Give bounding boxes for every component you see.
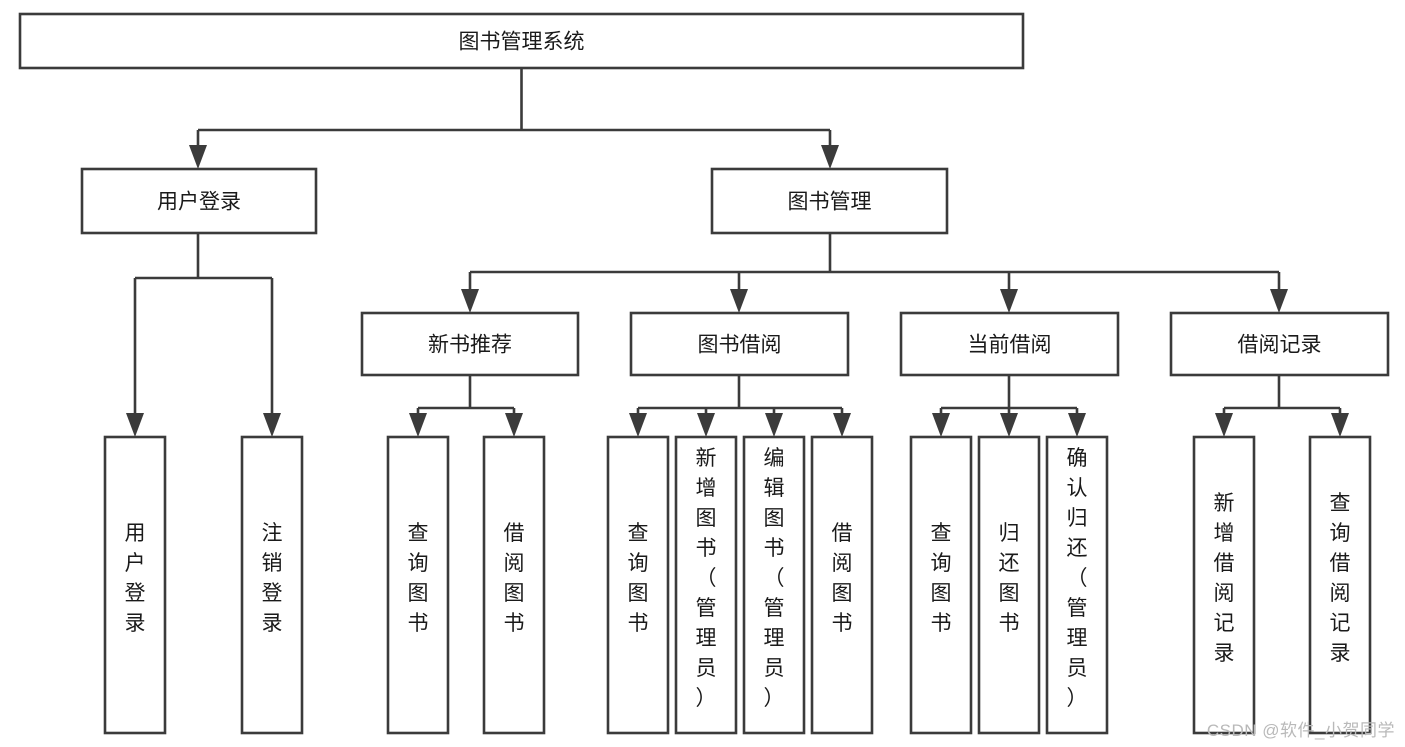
node-leaf-confirm-return-box[interactable] <box>1045 435 1109 735</box>
arrowhead-leaf-borrow-book-1 <box>505 413 523 437</box>
arrowhead-book-management <box>821 145 839 169</box>
arrowhead-leaf-add-book <box>697 413 715 437</box>
node-current-borrow[interactable]: 当前借阅 <box>899 311 1120 377</box>
node-leaf-edit-book-label: 编辑图书（管理员） <box>764 447 785 710</box>
node-leaf-add-record-box[interactable] <box>1192 435 1256 735</box>
arrowhead-leaf-logout-login <box>263 413 281 437</box>
node-leaf-add-book-label: 新增图书（管理员） <box>696 447 717 710</box>
node-leaf-query-book-3[interactable]: 查询图书 <box>909 435 973 735</box>
node-leaf-return-book-label: 归还图书 <box>999 522 1020 635</box>
node-current-borrow-label: 当前借阅 <box>968 334 1052 357</box>
node-leaf-query-book-2-label: 查询图书 <box>628 522 649 635</box>
arrowhead-new-book-recommend <box>461 289 479 313</box>
arrowhead-leaf-borrow-book-2 <box>833 413 851 437</box>
node-leaf-logout-login-label: 注销登录 <box>262 522 283 635</box>
arrowhead-leaf-query-book-3 <box>932 413 950 437</box>
node-leaf-confirm-return-label: 确认归还（管理员） <box>1067 447 1088 710</box>
node-leaf-add-record[interactable]: 新增借阅记录 <box>1192 435 1256 735</box>
node-book-management-box[interactable] <box>710 167 949 235</box>
node-book-borrow[interactable]: 图书借阅 <box>629 311 850 377</box>
node-leaf-user-login[interactable]: 用户登录 <box>103 435 167 735</box>
node-user-login-box[interactable] <box>80 167 318 235</box>
node-leaf-add-book[interactable]: 新增图书（管理员） <box>674 435 738 735</box>
node-leaf-return-book-box[interactable] <box>977 435 1041 735</box>
node-borrow-record-label: 借阅记录 <box>1238 334 1322 357</box>
node-user-login[interactable]: 用户登录 <box>80 167 318 235</box>
connectors-group <box>126 68 1349 437</box>
csdn-watermark: CSDN @软件_小贺同学 <box>1206 721 1395 740</box>
node-leaf-query-book-2[interactable]: 查询图书 <box>606 435 670 735</box>
node-current-borrow-box[interactable] <box>899 311 1120 377</box>
arrowhead-leaf-edit-book <box>765 413 783 437</box>
arrowhead-leaf-user-login <box>126 413 144 437</box>
node-leaf-borrow-book-2-box[interactable] <box>810 435 874 735</box>
node-leaf-query-book-3-label: 查询图书 <box>931 522 952 635</box>
node-borrow-record-box[interactable] <box>1169 311 1390 377</box>
node-leaf-add-record-label: 新增借阅记录 <box>1214 492 1235 665</box>
node-book-management-label: 图书管理 <box>788 191 872 214</box>
node-root-box[interactable] <box>18 12 1025 70</box>
node-leaf-edit-book-box[interactable] <box>742 435 806 735</box>
arrowhead-leaf-return-book <box>1000 413 1018 437</box>
node-leaf-query-record-label: 查询借阅记录 <box>1330 492 1351 665</box>
node-root[interactable]: 图书管理系统 <box>18 12 1025 70</box>
arrowhead-leaf-query-record <box>1331 413 1349 437</box>
arrowhead-book-borrow <box>730 289 748 313</box>
node-leaf-return-book[interactable]: 归还图书 <box>977 435 1041 735</box>
node-leaf-borrow-book-1[interactable]: 借阅图书 <box>482 435 546 735</box>
node-leaf-add-book-box[interactable] <box>674 435 738 735</box>
node-leaf-query-book-3-box[interactable] <box>909 435 973 735</box>
node-leaf-borrow-book-1-box[interactable] <box>482 435 546 735</box>
node-leaf-query-book-2-box[interactable] <box>606 435 670 735</box>
node-leaf-confirm-return[interactable]: 确认归还（管理员） <box>1045 435 1109 735</box>
node-new-book-recommend[interactable]: 新书推荐 <box>360 311 580 377</box>
node-leaf-logout-login[interactable]: 注销登录 <box>240 435 304 735</box>
node-root-label: 图书管理系统 <box>459 31 585 54</box>
arrowhead-leaf-query-book-1 <box>409 413 427 437</box>
node-user-login-label: 用户登录 <box>157 191 241 214</box>
node-book-borrow-box[interactable] <box>629 311 850 377</box>
arrowhead-leaf-query-book-2 <box>629 413 647 437</box>
node-leaf-edit-book[interactable]: 编辑图书（管理员） <box>742 435 806 735</box>
node-leaf-query-book-1[interactable]: 查询图书 <box>386 435 450 735</box>
arrowhead-current-borrow <box>1000 289 1018 313</box>
node-new-book-recommend-label: 新书推荐 <box>428 334 512 357</box>
node-leaf-borrow-book-2[interactable]: 借阅图书 <box>810 435 874 735</box>
node-borrow-record[interactable]: 借阅记录 <box>1169 311 1390 377</box>
node-leaf-query-book-1-box[interactable] <box>386 435 450 735</box>
node-new-book-recommend-box[interactable] <box>360 311 580 377</box>
node-leaf-user-login-box[interactable] <box>103 435 167 735</box>
arrowhead-borrow-record <box>1270 289 1288 313</box>
node-leaf-query-record[interactable]: 查询借阅记录 <box>1308 435 1372 735</box>
arrowhead-user-login <box>189 145 207 169</box>
arrowhead-leaf-add-record <box>1215 413 1233 437</box>
node-leaf-query-record-box[interactable] <box>1308 435 1372 735</box>
node-book-management[interactable]: 图书管理 <box>710 167 949 235</box>
node-leaf-borrow-book-2-label: 借阅图书 <box>832 522 853 635</box>
node-leaf-query-book-1-label: 查询图书 <box>408 522 429 635</box>
node-leaf-borrow-book-1-label: 借阅图书 <box>504 522 525 635</box>
arrowhead-leaf-confirm-return <box>1068 413 1086 437</box>
node-leaf-logout-login-box[interactable] <box>240 435 304 735</box>
leaf-nodes-group: 用户登录 注销登录 查询图书 借阅图书 查询图书 新增图书（管理员） <box>103 435 1372 735</box>
node-leaf-user-login-label: 用户登录 <box>125 522 146 635</box>
node-book-borrow-label: 图书借阅 <box>698 334 782 357</box>
